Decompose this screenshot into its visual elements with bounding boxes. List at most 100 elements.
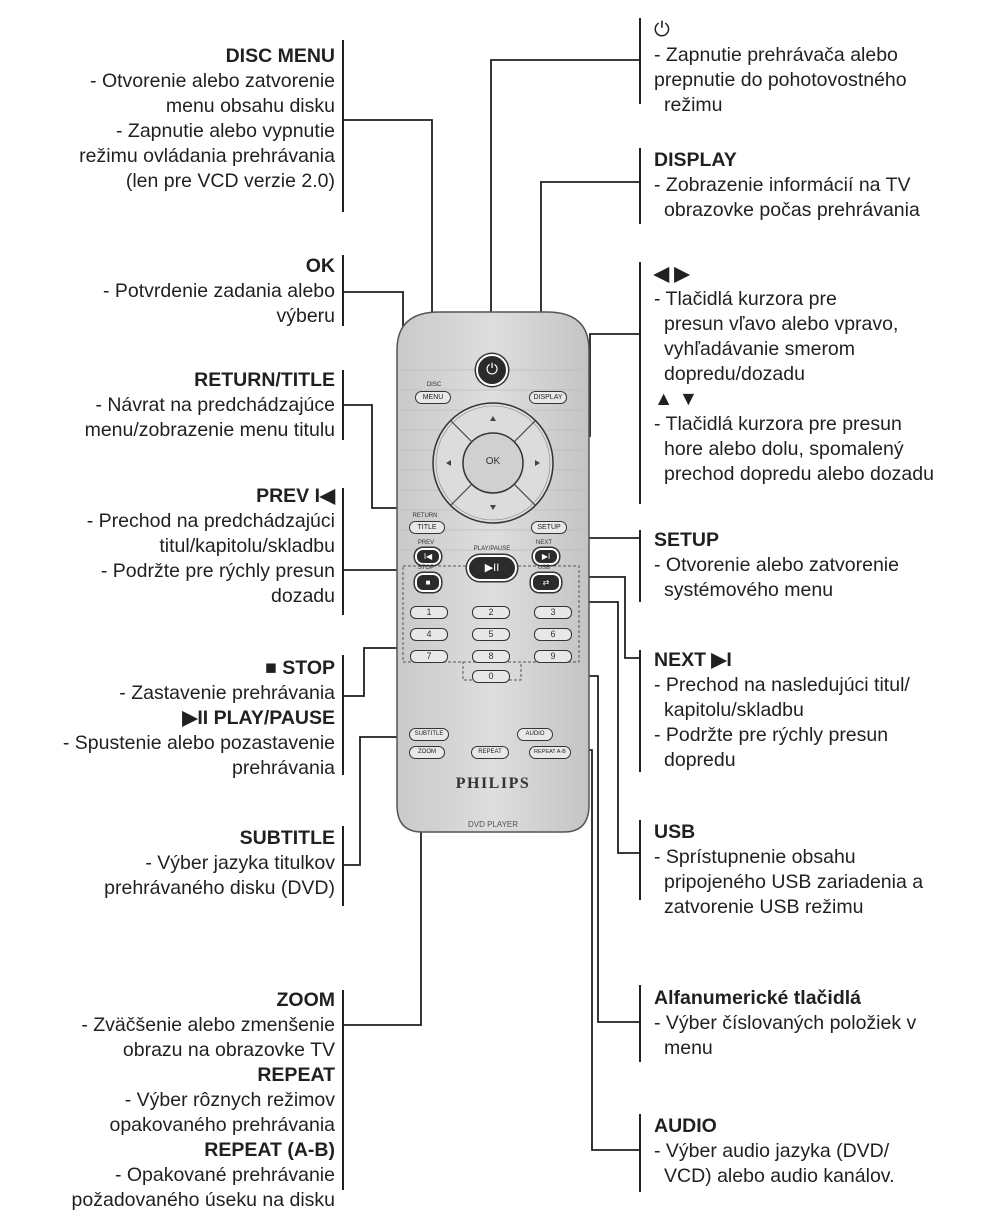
callout-line: - Výber audio jazyka (DVD/ xyxy=(654,1140,890,1162)
disc-menu-button[interactable]: MENU xyxy=(415,391,451,404)
disc-label: DISC xyxy=(426,382,442,388)
callout-line: - Sprístupnenie obsahu xyxy=(654,846,856,868)
callout-usb: USB - Sprístupnenie obsahu pripojeného U… xyxy=(654,820,984,920)
callout-line: menu/zobrazenie menu titulu xyxy=(84,419,335,441)
callout-line: prepnutie do pohotovostného xyxy=(654,69,907,91)
callout-line: - Potvrdenie zadania alebo xyxy=(103,280,335,302)
callout-title: OK xyxy=(305,255,335,277)
callout-setup: SETUP - Otvorenie alebo zatvorenie systé… xyxy=(654,528,984,603)
callout-line: - Zapnutie alebo vypnutie xyxy=(116,120,335,142)
digit-1-button[interactable]: 1 xyxy=(410,606,448,619)
digit-9-button[interactable]: 9 xyxy=(534,650,572,663)
callout-line: - Výber číslovaných položiek v xyxy=(654,1012,917,1034)
callout-title: PREV I◀ xyxy=(256,485,335,507)
audio-button[interactable]: AUDIO xyxy=(517,728,553,741)
callout-title: REPEAT xyxy=(257,1064,335,1086)
stop-button[interactable]: ■ xyxy=(415,573,441,592)
callout-line: menu obsahu disku xyxy=(165,95,335,117)
ok-label[interactable]: OK xyxy=(485,456,501,467)
zoom-button[interactable]: ZOOM xyxy=(409,746,445,759)
play-pause-button[interactable]: ▶II xyxy=(467,555,517,581)
callout-display: DISPLAY - Zobrazenie informácií na TV ob… xyxy=(654,148,984,223)
callout-line: prechod dopredu alebo dozadu xyxy=(664,463,934,485)
callout-line: - Otvorenie alebo zatvorenie xyxy=(654,554,899,576)
callout-line: - Podržte pre rýchly presun xyxy=(654,724,889,746)
digit-7-button[interactable]: 7 xyxy=(410,650,448,663)
power-symbol: ⏻ xyxy=(654,19,670,41)
usb-label: USB xyxy=(537,565,551,571)
callout-line: - Výber rôznych režimov xyxy=(124,1089,335,1111)
callout-line: dozadu xyxy=(271,585,335,607)
line-usb xyxy=(565,601,640,854)
callout-audio: AUDIO - Výber audio jazyka (DVD/ VCD) al… xyxy=(654,1114,984,1189)
callout-ok: OK - Potvrdenie zadania alebo výberu xyxy=(0,254,335,329)
callout-line: obrazu na obrazovke TV xyxy=(122,1039,335,1061)
callout-line: - Podržte pre rýchly presun xyxy=(100,560,335,582)
callout-line: - Zastavenie prehrávania xyxy=(119,682,335,704)
display-button[interactable]: DISPLAY xyxy=(529,391,567,404)
line-next xyxy=(560,576,640,659)
stop-label: STOP xyxy=(417,565,435,571)
digit-6-button[interactable]: 6 xyxy=(534,628,572,641)
callout-title: ZOOM xyxy=(276,989,336,1011)
callout-line: menu xyxy=(664,1037,713,1059)
callout-title: NEXT ▶I xyxy=(654,649,732,671)
callout-disc-menu: DISC MENU - Otvorenie alebo zatvorenie m… xyxy=(0,44,335,194)
callout-line: - Návrat na predchádzajúce xyxy=(95,394,335,416)
callout-title: SUBTITLE xyxy=(239,827,335,849)
callout-line: systémového menu xyxy=(664,579,834,601)
callout-title: REPEAT (A-B) xyxy=(204,1139,335,1161)
callout-line: obrazovke počas prehrávania xyxy=(664,199,920,221)
usb-button[interactable]: ⇄ xyxy=(531,573,561,592)
digit-8-button[interactable]: 8 xyxy=(472,650,510,663)
callout-subtitle: SUBTITLE - Výber jazyka titulkov prehráv… xyxy=(0,826,335,901)
callout-line: titul/kapitolu/skladbu xyxy=(159,535,335,557)
callout-cursor: ◀ ▶ - Tlačidlá kurzora pre presun vľavo … xyxy=(654,262,984,487)
line-power xyxy=(490,59,640,355)
subtitle-button[interactable]: SUBTITLE xyxy=(409,728,449,741)
callout-line: - Otvorenie alebo zatvorenie xyxy=(90,70,335,92)
callout-line: - Spustenie alebo pozastavenie xyxy=(62,732,335,754)
callout-line: hore alebo dolu, spomalený xyxy=(664,438,904,460)
digit-0-button[interactable]: 0 xyxy=(472,670,510,683)
line-zoom xyxy=(343,757,422,1026)
callout-line: prehrávania xyxy=(232,757,335,779)
callout-line: - Opakované prehrávanie xyxy=(114,1164,335,1186)
callout-title: Alfanumerické tlačidlá xyxy=(654,987,861,1009)
callout-title: RETURN/TITLE xyxy=(194,369,335,391)
callout-title: ▲ ▼ xyxy=(654,388,699,410)
callout-title: DISC MENU xyxy=(225,45,335,67)
prev-label: PREV xyxy=(417,540,435,546)
callout-return-title: RETURN/TITLE - Návrat na predchádzajúce … xyxy=(0,368,335,443)
callout-title: SETUP xyxy=(654,529,720,551)
callout-line: - Zväčšenie alebo zmenšenie xyxy=(81,1014,335,1036)
digit-4-button[interactable]: 4 xyxy=(410,628,448,641)
setup-button[interactable]: SETUP xyxy=(531,521,567,534)
prev-button[interactable]: I◀ xyxy=(415,548,441,565)
callout-zoom-repeat: ZOOM - Zväčšenie alebo zmenšenie obrazu … xyxy=(0,988,335,1213)
callout-line: výberu xyxy=(276,305,335,327)
next-label: NEXT xyxy=(535,540,552,546)
line-subtitle xyxy=(343,736,415,866)
callout-title: DISPLAY xyxy=(654,149,737,171)
digit-2-button[interactable]: 2 xyxy=(472,606,510,619)
digit-5-button[interactable]: 5 xyxy=(472,628,510,641)
callout-line: prehrávaného disku (DVD) xyxy=(104,877,335,899)
repeat-button[interactable]: REPEAT xyxy=(471,746,509,759)
callout-line: režimu ovládania prehrávania xyxy=(79,145,335,167)
callout-title: ▶II PLAY/PAUSE xyxy=(182,707,335,729)
return-label: RETURN xyxy=(412,513,438,519)
callout-numeric: Alfanumerické tlačidlá - Výber číslovaný… xyxy=(654,986,984,1061)
title-button[interactable]: TITLE xyxy=(409,521,445,534)
remote-control: ⏻ DISC MENU DISPLAY OK RETURN TITLE SETU… xyxy=(389,310,597,835)
callout-line: dopredu xyxy=(664,749,736,771)
callout-title: ■ STOP xyxy=(265,657,335,679)
digit-3-button[interactable]: 3 xyxy=(534,606,572,619)
next-button[interactable]: ▶I xyxy=(533,548,559,565)
model-label: DVD PLAYER xyxy=(467,820,519,829)
repeat-ab-button[interactable]: REPEAT A-B xyxy=(529,746,571,759)
callout-line: - Výber jazyka titulkov xyxy=(145,852,335,874)
callout-line: presun vľavo alebo vpravo, xyxy=(664,313,899,335)
power-button[interactable]: ⏻ xyxy=(476,354,508,386)
